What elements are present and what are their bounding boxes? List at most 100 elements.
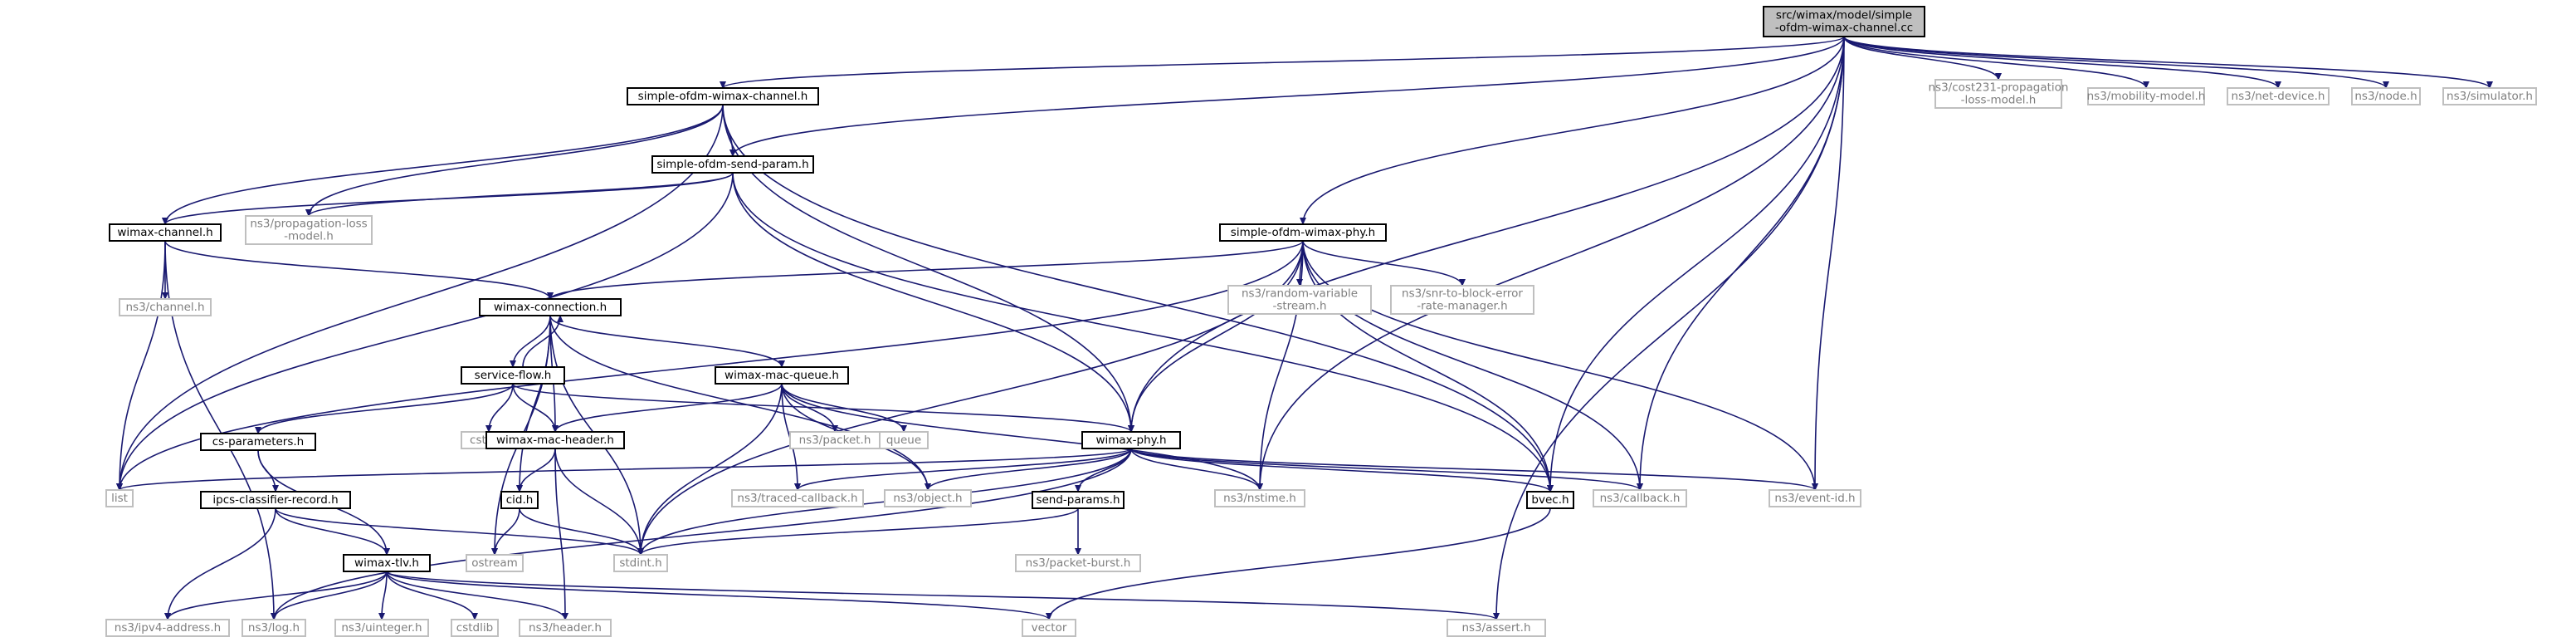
node-nschannel: ns3/channel.h (119, 298, 212, 316)
node-node: ns3/node.h (2351, 87, 2421, 105)
node-label: cstdlib (456, 621, 493, 635)
edge-sowphy-to-wconn (547, 240, 1304, 300)
edge-macheader-to-stdint (554, 448, 644, 556)
edge-macqueue-to-nstime (781, 383, 1263, 491)
edge-wphy-to-eventid (1130, 448, 1818, 491)
node-ipcs[interactable]: ipcs-classifier-record.h (200, 491, 351, 509)
node-box (485, 431, 625, 449)
node-label: simple-ofdm-send-param.h (656, 158, 808, 171)
node-wchannel[interactable]: wimax-channel.h (109, 223, 222, 242)
node-wtlv[interactable]: wimax-tlv.h (343, 554, 431, 572)
node-label: bvec.h (1531, 493, 1569, 507)
node-label: ns3/header.h (529, 621, 602, 635)
edge-wconn-to-sflow (510, 315, 551, 368)
edge-sendparam-to-proploss (305, 172, 734, 217)
node-macqueue[interactable]: wimax-mac-queue.h (715, 366, 849, 385)
edge-macqueue-to-stdint (637, 383, 783, 556)
edges-layer (116, 36, 2493, 620)
edge-sendparam-to-wphy (732, 172, 1134, 433)
edge-sflow-to-csparam (255, 383, 514, 434)
node-sendparams[interactable]: send-params.h (1032, 491, 1125, 509)
node-stdint: stdint.h (613, 554, 668, 572)
node-box (715, 366, 849, 385)
edge-sowphy-to-wphy (1128, 240, 1304, 433)
node-root[interactable]: src/wimax/model/simple-ofdm-wimax-channe… (1763, 6, 1925, 37)
node-box (613, 554, 668, 572)
node-label: ns3/cost231-propagation (1928, 81, 2068, 95)
edge-wtlv-to-vector (386, 571, 1052, 620)
edge-wtlv-to-assert (386, 571, 1500, 620)
node-proploss: ns3/propagation-loss-model.h (245, 215, 373, 245)
node-label: ns3/uinteger.h (341, 621, 422, 635)
node-wphy[interactable]: wimax-phy.h (1081, 431, 1181, 449)
edge-wchannel-to-list (116, 240, 166, 491)
edge-wtlv-to-ipv4 (164, 571, 388, 620)
node-label: queue (886, 434, 921, 447)
node-uinteger: ns3/uinteger.h (334, 619, 429, 637)
node-box (500, 491, 539, 509)
node-label: ostream (471, 556, 518, 570)
node-label: wimax-mac-queue.h (724, 369, 839, 382)
node-randvar: ns3/random-variable-stream.h (1227, 285, 1372, 315)
edge-wconn-to-macqueue (549, 315, 785, 368)
edge-sowch-to-list (116, 104, 724, 491)
node-sowphy[interactable]: simple-ofdm-wimax-phy.h (1219, 223, 1387, 242)
edge-ipcs-to-stdint (275, 507, 644, 556)
edge-sendparam-to-bvec (732, 172, 1554, 493)
node-vector: vector (1022, 619, 1076, 637)
edge-root-to-wphy (1128, 36, 1845, 433)
node-box (1081, 431, 1181, 449)
node-label: wimax-connection.h (494, 301, 607, 314)
edge-wphy-to-list (116, 448, 1132, 491)
edge-macqueue-to-packet (781, 383, 838, 433)
edge-root-to-node (1843, 36, 2389, 89)
node-box (1934, 79, 2062, 109)
node-label: simple-ofdm-wimax-phy.h (1231, 226, 1375, 239)
node-box (242, 619, 306, 637)
edge-sowphy-to-stdint (637, 240, 1304, 556)
node-log: ns3/log.h (242, 619, 306, 637)
edge-ipcs-to-wtlv (275, 507, 390, 556)
node-packet: ns3/packet.h (789, 431, 881, 449)
node-label: ns3/event-id.h (1774, 492, 1855, 505)
edge-cid-to-ostream (491, 507, 520, 556)
node-label: ns3/packet.h (799, 434, 871, 447)
node-ostream: ostream (466, 554, 524, 572)
node-label: ns3/simulator.h (2447, 90, 2533, 103)
node-box (479, 298, 622, 316)
edge-sendparams-to-stdint (637, 507, 1079, 556)
node-sendparam[interactable]: simple-ofdm-send-param.h (651, 155, 814, 174)
node-mobility: ns3/mobility-model.h (2087, 87, 2205, 105)
node-box (461, 366, 565, 385)
node-box (334, 619, 429, 637)
node-sowch[interactable]: simple-ofdm-wimax-channel.h (627, 87, 819, 105)
node-wconn[interactable]: wimax-connection.h (479, 298, 622, 316)
node-label: -loss-model.h (1961, 94, 2037, 107)
node-label: wimax-mac-header.h (496, 434, 614, 447)
node-list: list (105, 489, 134, 507)
edge-root-to-mobility (1843, 36, 2149, 89)
node-callback: ns3/callback.h (1593, 489, 1687, 507)
node-cstdlib: cstdlib (451, 619, 499, 637)
node-macheader[interactable]: wimax-mac-header.h (485, 431, 625, 449)
node-box (1015, 554, 1141, 572)
node-box (119, 298, 212, 316)
node-csparam[interactable]: cs-parameters.h (200, 433, 316, 451)
node-bvec[interactable]: bvec.h (1526, 491, 1574, 509)
node-box (1769, 489, 1861, 507)
edge-macheader-to-header (554, 448, 568, 620)
edge-sowphy-to-nstime (1256, 240, 1304, 491)
edge-wphy-to-traced (794, 448, 1132, 491)
node-sflow[interactable]: service-flow.h (461, 366, 565, 385)
node-label: list (111, 492, 128, 505)
node-label: ns3/ipv4-address.h (115, 621, 221, 635)
node-label: ns3/snr-to-block-error (1402, 287, 1523, 301)
edge-root-to-bvec (1547, 36, 1845, 493)
node-label: ns3/propagation-loss (250, 218, 367, 231)
node-box (2087, 87, 2205, 105)
node-cid[interactable]: cid.h (500, 491, 539, 509)
edge-wconn-to-object (549, 315, 931, 491)
node-label: stdint.h (619, 556, 661, 570)
node-header: ns3/header.h (519, 619, 612, 637)
node-eventid: ns3/event-id.h (1769, 489, 1861, 507)
